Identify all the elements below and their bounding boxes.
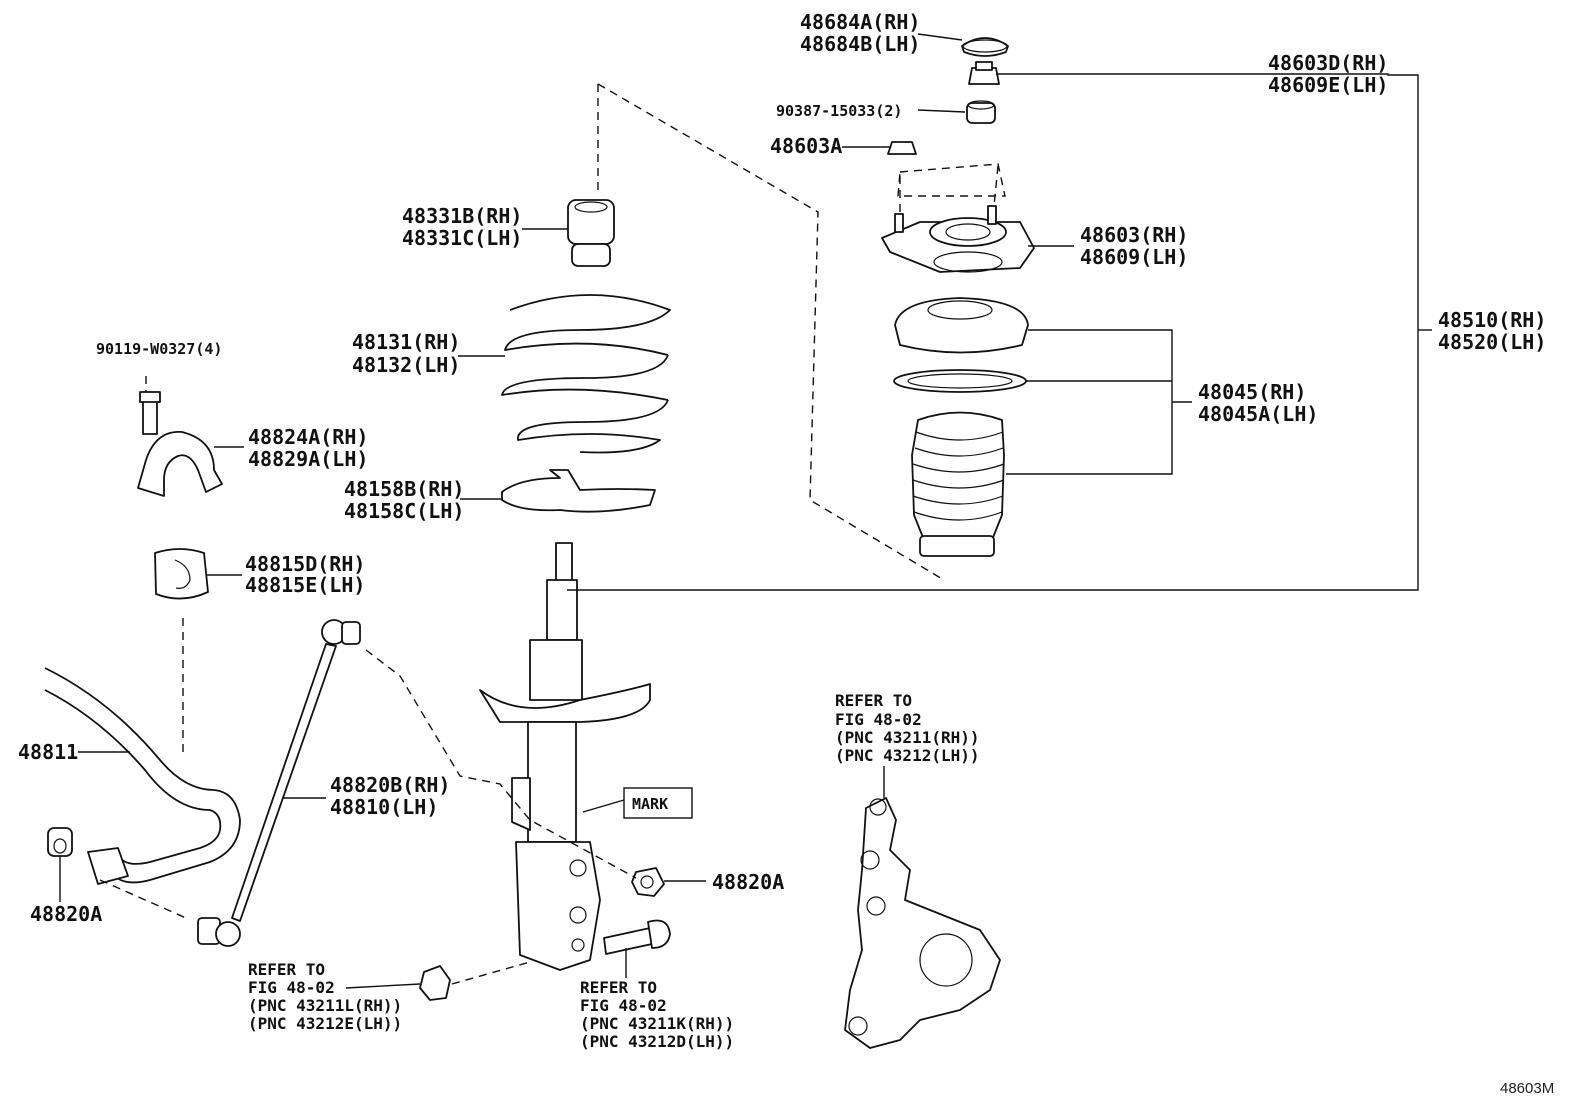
label-48609: 48609(LH): [1080, 245, 1188, 269]
label-48132: 48132(LH): [352, 353, 460, 377]
svg-text:REFER TO: REFER TO: [835, 691, 912, 710]
bump-stopper-part: [567, 199, 615, 267]
mark-label: MARK: [632, 795, 668, 813]
bellows-part: [911, 411, 1005, 557]
stabilizer-bushing-part: [154, 548, 209, 600]
label-48158b: 48158B(RH): [344, 477, 464, 501]
strut-nut-part: [419, 965, 451, 1001]
label-48131: 48131(RH): [352, 330, 460, 354]
label-48331b: 48331B(RH): [402, 204, 522, 228]
label-48045a: 48045A(LH): [1198, 402, 1318, 426]
mount-nut-part: [887, 141, 917, 155]
svg-text:(PNC 43211K(RH)): (PNC 43211K(RH)): [580, 1014, 734, 1033]
figure-code: 48603M: [1500, 1080, 1554, 1097]
label-48820b: 48820B(RH): [330, 773, 450, 797]
svg-text:(PNC 43212E(LH)): (PNC 43212E(LH)): [248, 1014, 402, 1033]
label-48510: 48510(RH): [1438, 308, 1546, 332]
label-48684b: 48684B(LH): [800, 32, 920, 56]
label-48820a-right: 48820A: [712, 870, 784, 894]
strut-absorber-part: [479, 542, 651, 971]
svg-text:REFER TO: REFER TO: [580, 978, 657, 997]
lower-insulator-part: [501, 469, 656, 513]
bushing-part: [966, 100, 996, 124]
label-48810: 48810(LH): [330, 795, 438, 819]
label-90119: 90119-W0327(4): [96, 340, 222, 358]
label-48829a: 48829A(LH): [248, 447, 368, 471]
label-48811: 48811: [18, 740, 78, 764]
label-48824a: 48824A(RH): [248, 425, 368, 449]
upper-nut-part: [968, 61, 1000, 85]
label-48684a: 48684A(RH): [800, 10, 920, 34]
svg-text:(PNC 43211L(RH)): (PNC 43211L(RH)): [248, 996, 402, 1015]
strut-bolt-part: [603, 919, 671, 955]
refer-knuckle-note: REFER TO FIG 48-02 (PNC 43211(RH)) (PNC …: [835, 691, 980, 765]
label-48609e: 48609E(LH): [1268, 73, 1388, 97]
svg-text:FIG 48-02: FIG 48-02: [248, 978, 335, 997]
coil-spring-part: [501, 294, 671, 454]
label-48603a: 48603A: [770, 134, 842, 158]
refer-bolt-note: REFER TO FIG 48-02 (PNC 43211K(RH)) (PNC…: [580, 978, 734, 1051]
label-48603: 48603(RH): [1080, 223, 1188, 247]
strut-mount-part: [881, 205, 1035, 273]
refer-nut-note: REFER TO FIG 48-02 (PNC 43211L(RH)) (PNC…: [248, 960, 402, 1033]
stabilizer-link-part: [197, 619, 361, 947]
label-48603d: 48603D(RH): [1268, 51, 1388, 75]
svg-text:(PNC 43211(RH)): (PNC 43211(RH)): [835, 728, 980, 747]
label-48045: 48045(RH): [1198, 380, 1306, 404]
steering-knuckle-part: [844, 797, 1001, 1049]
svg-text:REFER TO: REFER TO: [248, 960, 325, 979]
stabilizer-bar-part: [44, 667, 241, 885]
dust-cap-part: [961, 37, 1009, 57]
link-nut-right-part: [631, 867, 665, 897]
svg-text:FIG 48-02: FIG 48-02: [835, 710, 922, 729]
label-48520: 48520(LH): [1438, 330, 1546, 354]
label-48820a-left: 48820A: [30, 902, 102, 926]
svg-text:(PNC 43212D(LH)): (PNC 43212D(LH)): [580, 1032, 734, 1051]
label-48815e: 48815E(LH): [245, 573, 365, 597]
label-48815d: 48815D(RH): [245, 552, 365, 576]
label-48158c: 48158C(LH): [344, 499, 464, 523]
svg-text:(PNC 43212(LH)): (PNC 43212(LH)): [835, 746, 980, 765]
link-nut-left-part: [47, 827, 73, 857]
label-48331c: 48331C(LH): [402, 226, 522, 250]
spring-insulator-part: [893, 369, 1027, 393]
svg-text:FIG 48-02: FIG 48-02: [580, 996, 667, 1015]
stabilizer-bracket-part: [137, 391, 223, 497]
label-90387: 90387-15033(2): [776, 102, 902, 120]
spring-upper-seat-part: [894, 297, 1029, 354]
